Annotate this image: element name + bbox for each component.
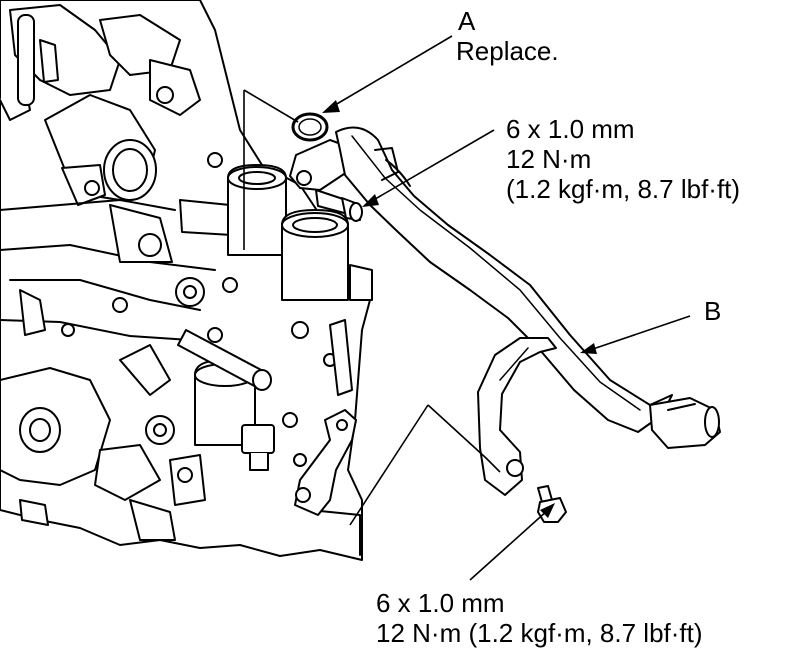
callout-b-arrowhead — [580, 343, 597, 354]
upper-bolt-arrowhead — [362, 194, 379, 207]
callout-a-letter: A — [458, 6, 476, 36]
upper-bolt-torque: 12 N·m — [506, 144, 592, 174]
reference-line-lower-diag — [349, 404, 429, 526]
reference-line-upper-diag — [243, 89, 299, 123]
upper-bolt-leader — [369, 129, 495, 203]
upper-bolt-size: 6 x 1.0 mm — [506, 114, 635, 144]
engine-block — [0, 0, 373, 561]
callout-b-letter: B — [704, 296, 722, 326]
reference-line-lower — [427, 404, 501, 473]
water-pipe-b — [289, 112, 721, 496]
lower-bolt-leader — [469, 509, 549, 581]
callout-a-arrowhead — [322, 100, 340, 113]
upper-bolt — [315, 189, 363, 222]
callout-b-leader — [589, 315, 691, 351]
callout-a-leader — [329, 35, 453, 109]
lower-bolt-size: 6 x 1.0 mm — [376, 588, 505, 618]
callout-a-note: Replace. — [456, 36, 559, 66]
lower-bolt-torque: 12 N·m (1.2 kgf·m, 8.7 lbf·ft) — [376, 618, 703, 648]
upper-bolt-torque-alt: (1.2 kgf·m, 8.7 lbf·ft) — [506, 174, 741, 204]
lower-bolt — [537, 485, 567, 523]
lower-bolt-arrowhead — [540, 503, 555, 518]
